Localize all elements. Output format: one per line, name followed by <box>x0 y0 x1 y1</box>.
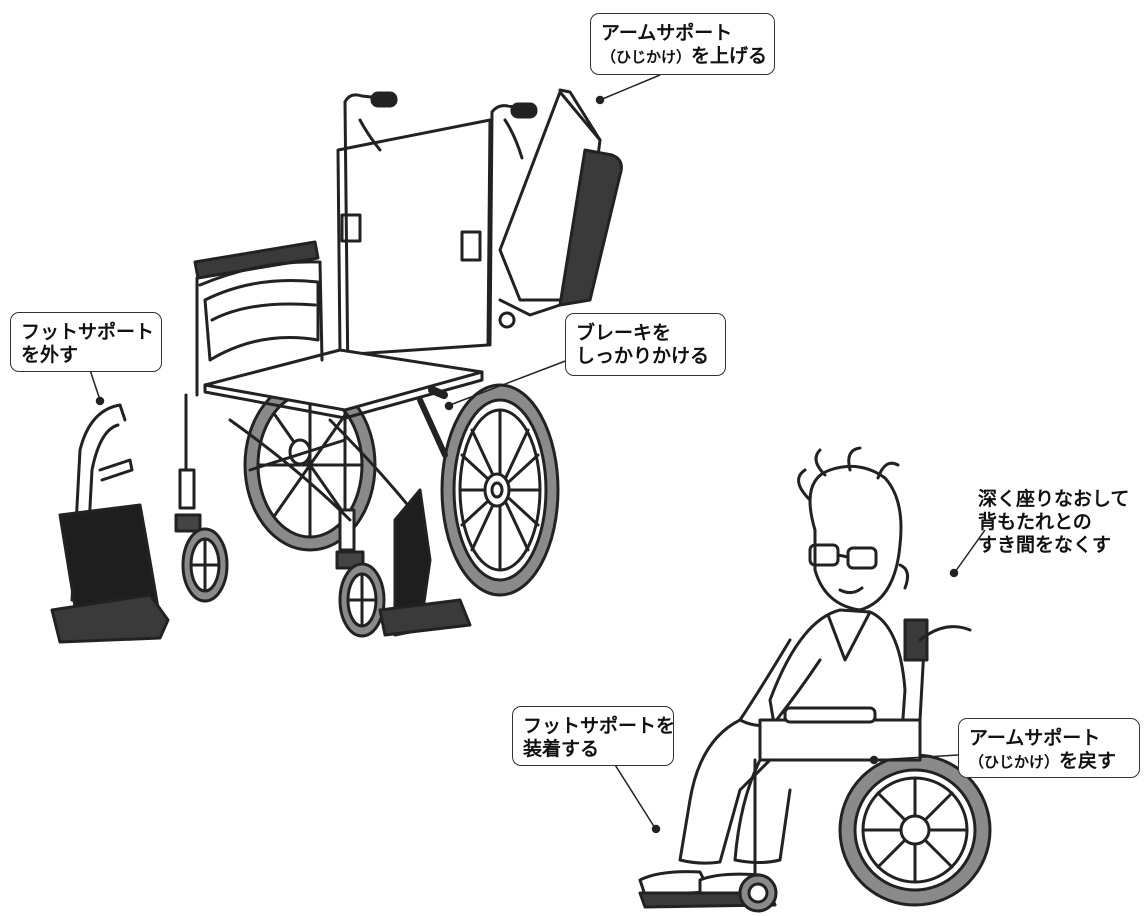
callout-text: フットサポート <box>21 321 151 344</box>
callout-text: を戻す <box>1059 750 1116 772</box>
callout-text: フットサポートを <box>523 715 663 738</box>
callout-armrest-return: アームサポート （ひじかけ）を戻す <box>958 718 1140 778</box>
callout-text: 深く座りなおして <box>978 488 1132 511</box>
callout-brake: ブレーキを しっかりかける <box>565 313 726 376</box>
armrest-returned <box>760 720 920 760</box>
callout-armrest-raise: アームサポート （ひじかけ）を上げる <box>590 13 775 75</box>
callout-footrest-attach: フットサポートを 装着する <box>512 706 674 766</box>
callout-footrest-remove: フットサポート を外す <box>10 312 162 372</box>
callout-text: ブレーキを <box>576 322 715 345</box>
callout-text: を外す <box>21 344 151 367</box>
callout-note: （ひじかけ） <box>969 753 1059 771</box>
seated-person <box>640 448 990 911</box>
callout-text: しっかりかける <box>576 345 715 368</box>
callout-text: すき間をなくす <box>978 534 1132 557</box>
callout-text: アームサポート <box>969 727 1129 750</box>
callout-text: 背もたれとの <box>978 511 1132 534</box>
wheelchair-empty <box>176 90 621 636</box>
callout-text: を上げる <box>691 45 767 67</box>
footrest-removed <box>52 405 168 642</box>
callout-note: （ひじかけ） <box>601 48 691 66</box>
callout-sit-deep: 深く座りなおして 背もたれとの すき間をなくす <box>968 480 1142 566</box>
head <box>799 448 908 610</box>
callout-text: 装着する <box>523 738 663 761</box>
armrest-left <box>195 242 318 278</box>
caster-left <box>176 515 227 601</box>
caster-right <box>337 552 384 636</box>
callout-text: アームサポート <box>601 22 764 45</box>
rear-wheel-right <box>442 385 558 595</box>
armrest-raised <box>500 90 621 327</box>
